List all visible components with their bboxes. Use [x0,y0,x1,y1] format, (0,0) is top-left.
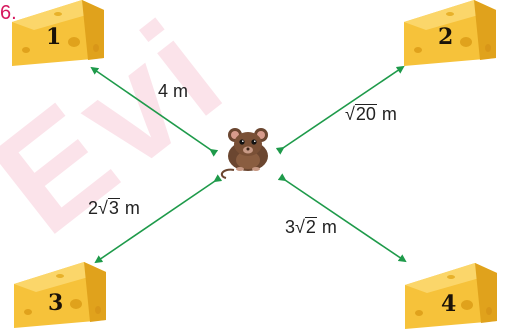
cheese-icon-2: 2 [404,0,496,66]
distance-label-1: 4 m [158,81,189,101]
cheese-number-1: 1 [46,24,61,50]
unit-3: m [119,198,140,218]
distance-label-3: 2√3 m [88,198,140,218]
unit-4: m [316,217,337,237]
coef-3: 2 [88,198,99,218]
radicand-3: 3 [107,198,120,218]
unit-2: m [376,104,397,124]
distance-label-2: √20 m [345,104,397,124]
cheese-number-2: 2 [438,24,453,50]
coef-4: 3 [285,217,296,237]
cheese-icon-3: 3 [14,262,106,328]
arrow-1 [90,66,219,157]
arrow-4 [277,173,407,263]
radicand-2: 20 [354,104,377,124]
question-number: 6. [0,2,17,24]
arrow-2 [275,65,405,155]
cheese-number-3: 3 [48,290,63,316]
arrow-3 [94,174,223,264]
radicand-4: 2 [304,217,317,237]
distance-label-4: 3√2 m [285,217,337,237]
cheese-icon-1: 1 [12,0,104,66]
cheese-number-4: 4 [441,291,456,317]
mouse-icon [220,128,268,179]
cheese-icon-4: 4 [405,263,497,329]
